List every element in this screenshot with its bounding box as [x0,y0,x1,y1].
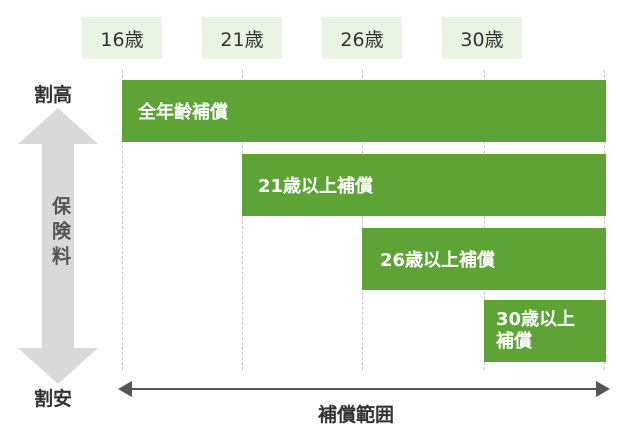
bar-26-plus: 26歳以上補償 [362,228,606,290]
age-label-16: 16歳 [82,17,162,59]
age-label-30: 30歳 [442,17,522,59]
bar-30-plus-label: 30歳以上 補償 [496,308,576,353]
premium-axis-label: 保険料 [49,196,71,271]
coverage-arrow-icon [118,381,610,397]
premium-arrow-icon [18,108,98,384]
guide-line-30 [484,70,485,370]
guide-line-21 [242,70,243,370]
guide-line-16 [122,70,123,370]
bar-all-ages: 全年齢補償 [122,80,606,142]
premium-low-label: 割安 [34,388,73,410]
bar-21-plus: 21歳以上補償 [242,154,606,216]
bar-21-plus-label: 21歳以上補償 [258,176,374,197]
bar-26-plus-label: 26歳以上補償 [380,250,496,271]
bar-all-ages-label: 全年齢補償 [138,102,228,123]
age-label-26: 26歳 [322,17,402,59]
guide-line-end [604,70,605,370]
premium-high-label: 割高 [34,84,73,106]
age-label-21: 21歳 [202,17,282,59]
guide-line-26 [362,70,363,370]
bar-30-plus: 30歳以上 補償 [484,300,606,362]
coverage-axis-label: 補償範囲 [318,404,395,426]
